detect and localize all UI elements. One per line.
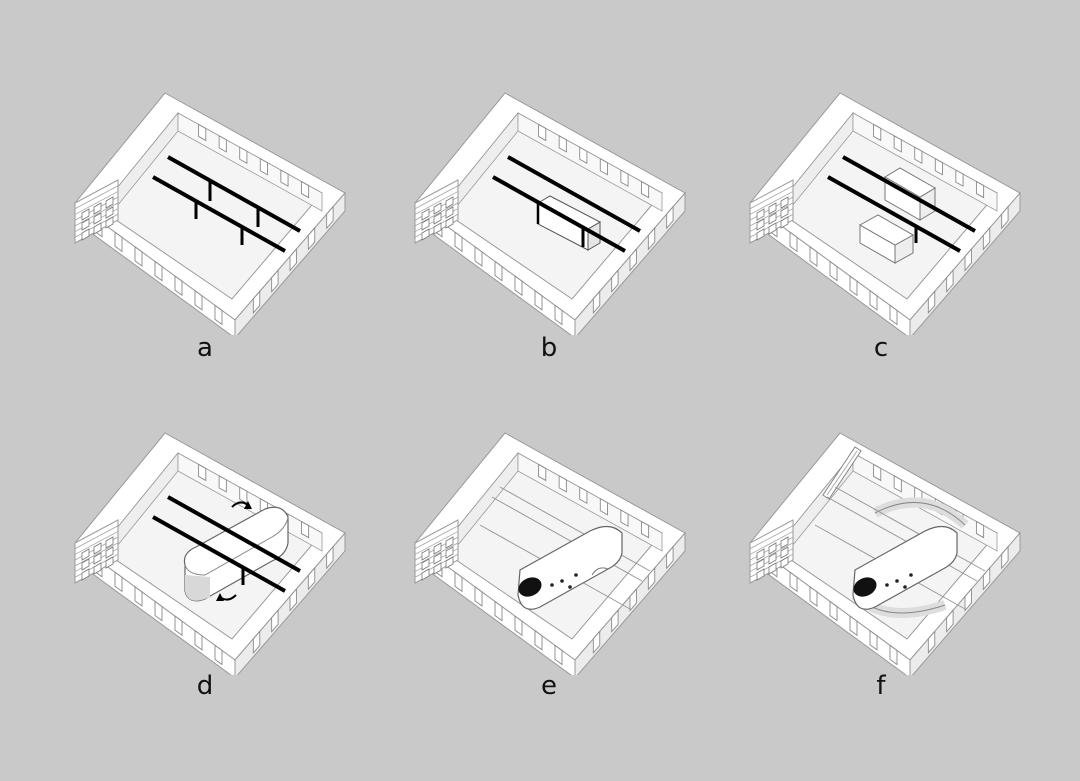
axonometric-model-e — [414, 432, 686, 675]
ramp-element — [822, 446, 862, 500]
beam-pair — [492, 155, 641, 253]
box-volume — [536, 195, 602, 251]
capsule-volume — [852, 525, 958, 610]
panel-f — [735, 425, 1025, 675]
panel-c — [735, 85, 1025, 335]
axonometric-model-b — [414, 92, 686, 335]
building-shell — [749, 92, 1021, 335]
label-a: a — [197, 333, 213, 363]
axonometric-model-f — [749, 432, 1021, 675]
axonometric-model-a — [74, 92, 346, 335]
beam-pair — [152, 495, 301, 593]
building-shell — [74, 92, 346, 335]
label-d: d — [196, 671, 214, 701]
rotation-arrow-icon — [231, 501, 252, 509]
panel-a — [60, 85, 350, 335]
panel-d — [60, 425, 350, 675]
axonometric-model-d — [74, 432, 346, 675]
support-posts — [194, 181, 260, 245]
label-e: e — [541, 671, 557, 701]
building-shell — [414, 432, 686, 675]
axonometric-model-c — [749, 92, 1021, 335]
beam-pair — [152, 155, 301, 253]
beam-pair — [827, 155, 976, 253]
label-c: c — [873, 333, 889, 363]
panel-e — [400, 425, 690, 675]
panel-b — [400, 85, 690, 335]
rounded-volume — [183, 506, 289, 602]
rotation-arrow-icon — [216, 593, 237, 601]
label-b: b — [540, 333, 558, 363]
opening-hole — [518, 577, 542, 597]
label-f: f — [876, 671, 886, 701]
cross-volumes — [858, 167, 936, 264]
capsule-volume — [517, 525, 623, 610]
opening-hole — [853, 577, 877, 597]
